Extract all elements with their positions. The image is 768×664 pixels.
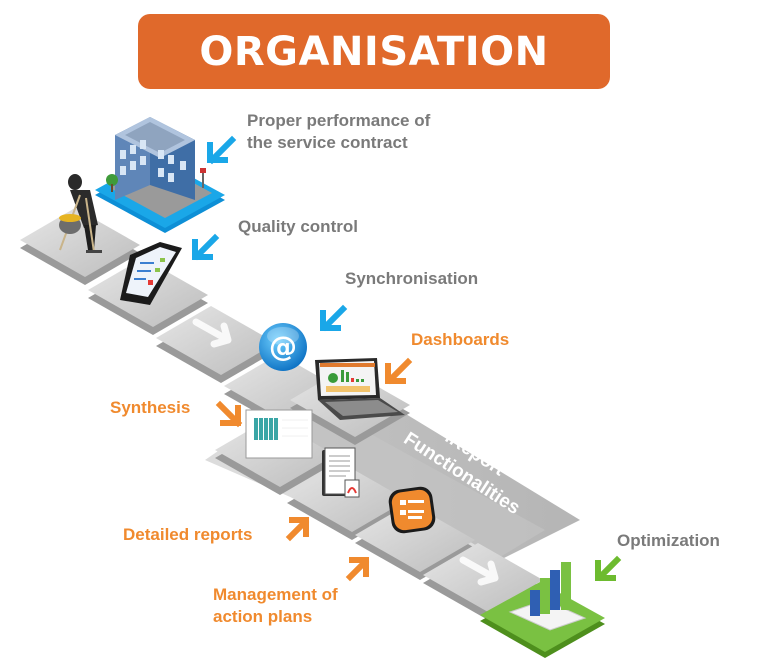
step-label-synchronisation: Synchronisation (345, 269, 479, 288)
email-at-icon: @ (259, 323, 307, 371)
step-label-synthesis: Synthesis (110, 398, 191, 417)
step-label-line: action plans (213, 607, 313, 626)
step-label-line: the service contract (247, 133, 408, 152)
page-title: ORGANISATION (199, 28, 549, 75)
tree-icon (106, 174, 118, 186)
step-label-action-plans: Management of action plans (213, 584, 338, 628)
step-label-dashboards: Dashboards (411, 330, 510, 349)
pointer-arrow-icon (192, 135, 622, 582)
pdf-document-icon (322, 447, 360, 498)
chart-report-icon (245, 409, 313, 459)
checklist-icon (388, 486, 436, 534)
tile-1 (20, 208, 140, 285)
laptop-dashboard-icon (315, 358, 405, 420)
svg-text:@: @ (269, 330, 297, 363)
flow-arrow-icon (192, 318, 232, 348)
step-label-quality-control: Quality control (238, 217, 358, 236)
title-banner: ORGANISATION (138, 14, 610, 89)
bar-chart-icon (508, 562, 587, 631)
tile-3-arrow (156, 306, 276, 383)
cleaner-person-icon (59, 174, 102, 253)
step-label-line: Proper performance of (247, 111, 431, 130)
flow-arrow-icon (459, 556, 499, 586)
building-icon (95, 117, 225, 233)
step-label-line: Management of (213, 585, 338, 604)
step-label-optimization: Optimization (617, 531, 720, 550)
smartphone-icon (120, 242, 182, 305)
step-label-service-contract: Proper performance of the service contra… (247, 110, 430, 154)
step-label-detailed-reports: Detailed reports (123, 525, 253, 544)
